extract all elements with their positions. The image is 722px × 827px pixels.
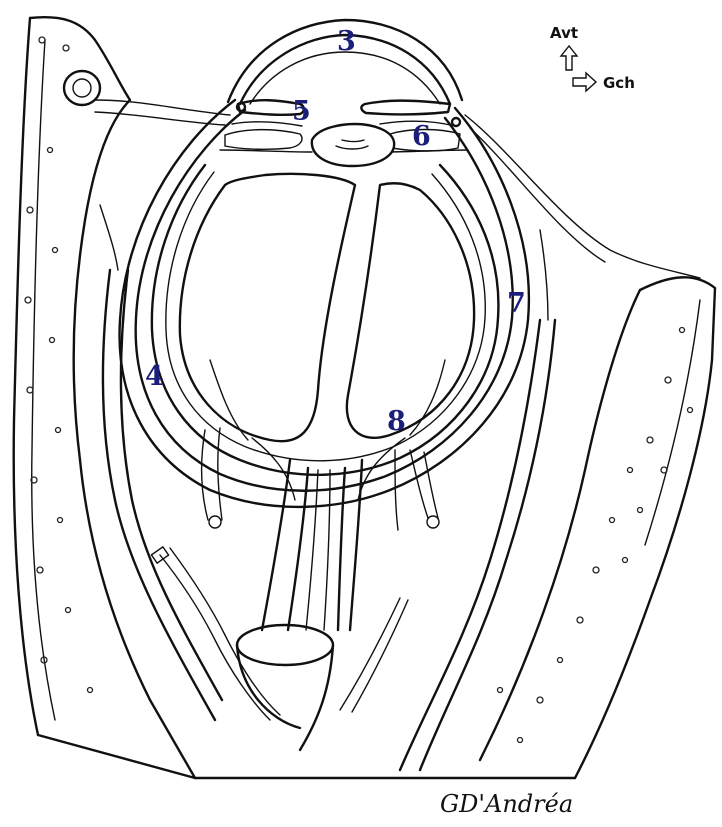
lens <box>312 124 394 166</box>
up-arrow-icon <box>561 46 577 70</box>
orientation-indicator: Avt Gch <box>550 24 635 92</box>
label-3: 3 <box>337 26 356 57</box>
label-4: 4 <box>145 361 164 392</box>
optic-nerve <box>237 438 405 750</box>
orientation-right-label: Gch <box>603 74 635 92</box>
orientation-up-label: Avt <box>550 24 578 42</box>
artist-signature: GD'Andréa <box>440 790 573 818</box>
right-arrow-icon <box>573 73 596 91</box>
choroid-retina <box>152 165 499 475</box>
label-5: 5 <box>292 96 311 127</box>
label-6: 6 <box>412 121 431 152</box>
label-7: 7 <box>507 288 526 319</box>
label-8: 8 <box>387 406 406 437</box>
eyelid-folds <box>95 100 700 278</box>
vitreous-body <box>180 174 474 441</box>
